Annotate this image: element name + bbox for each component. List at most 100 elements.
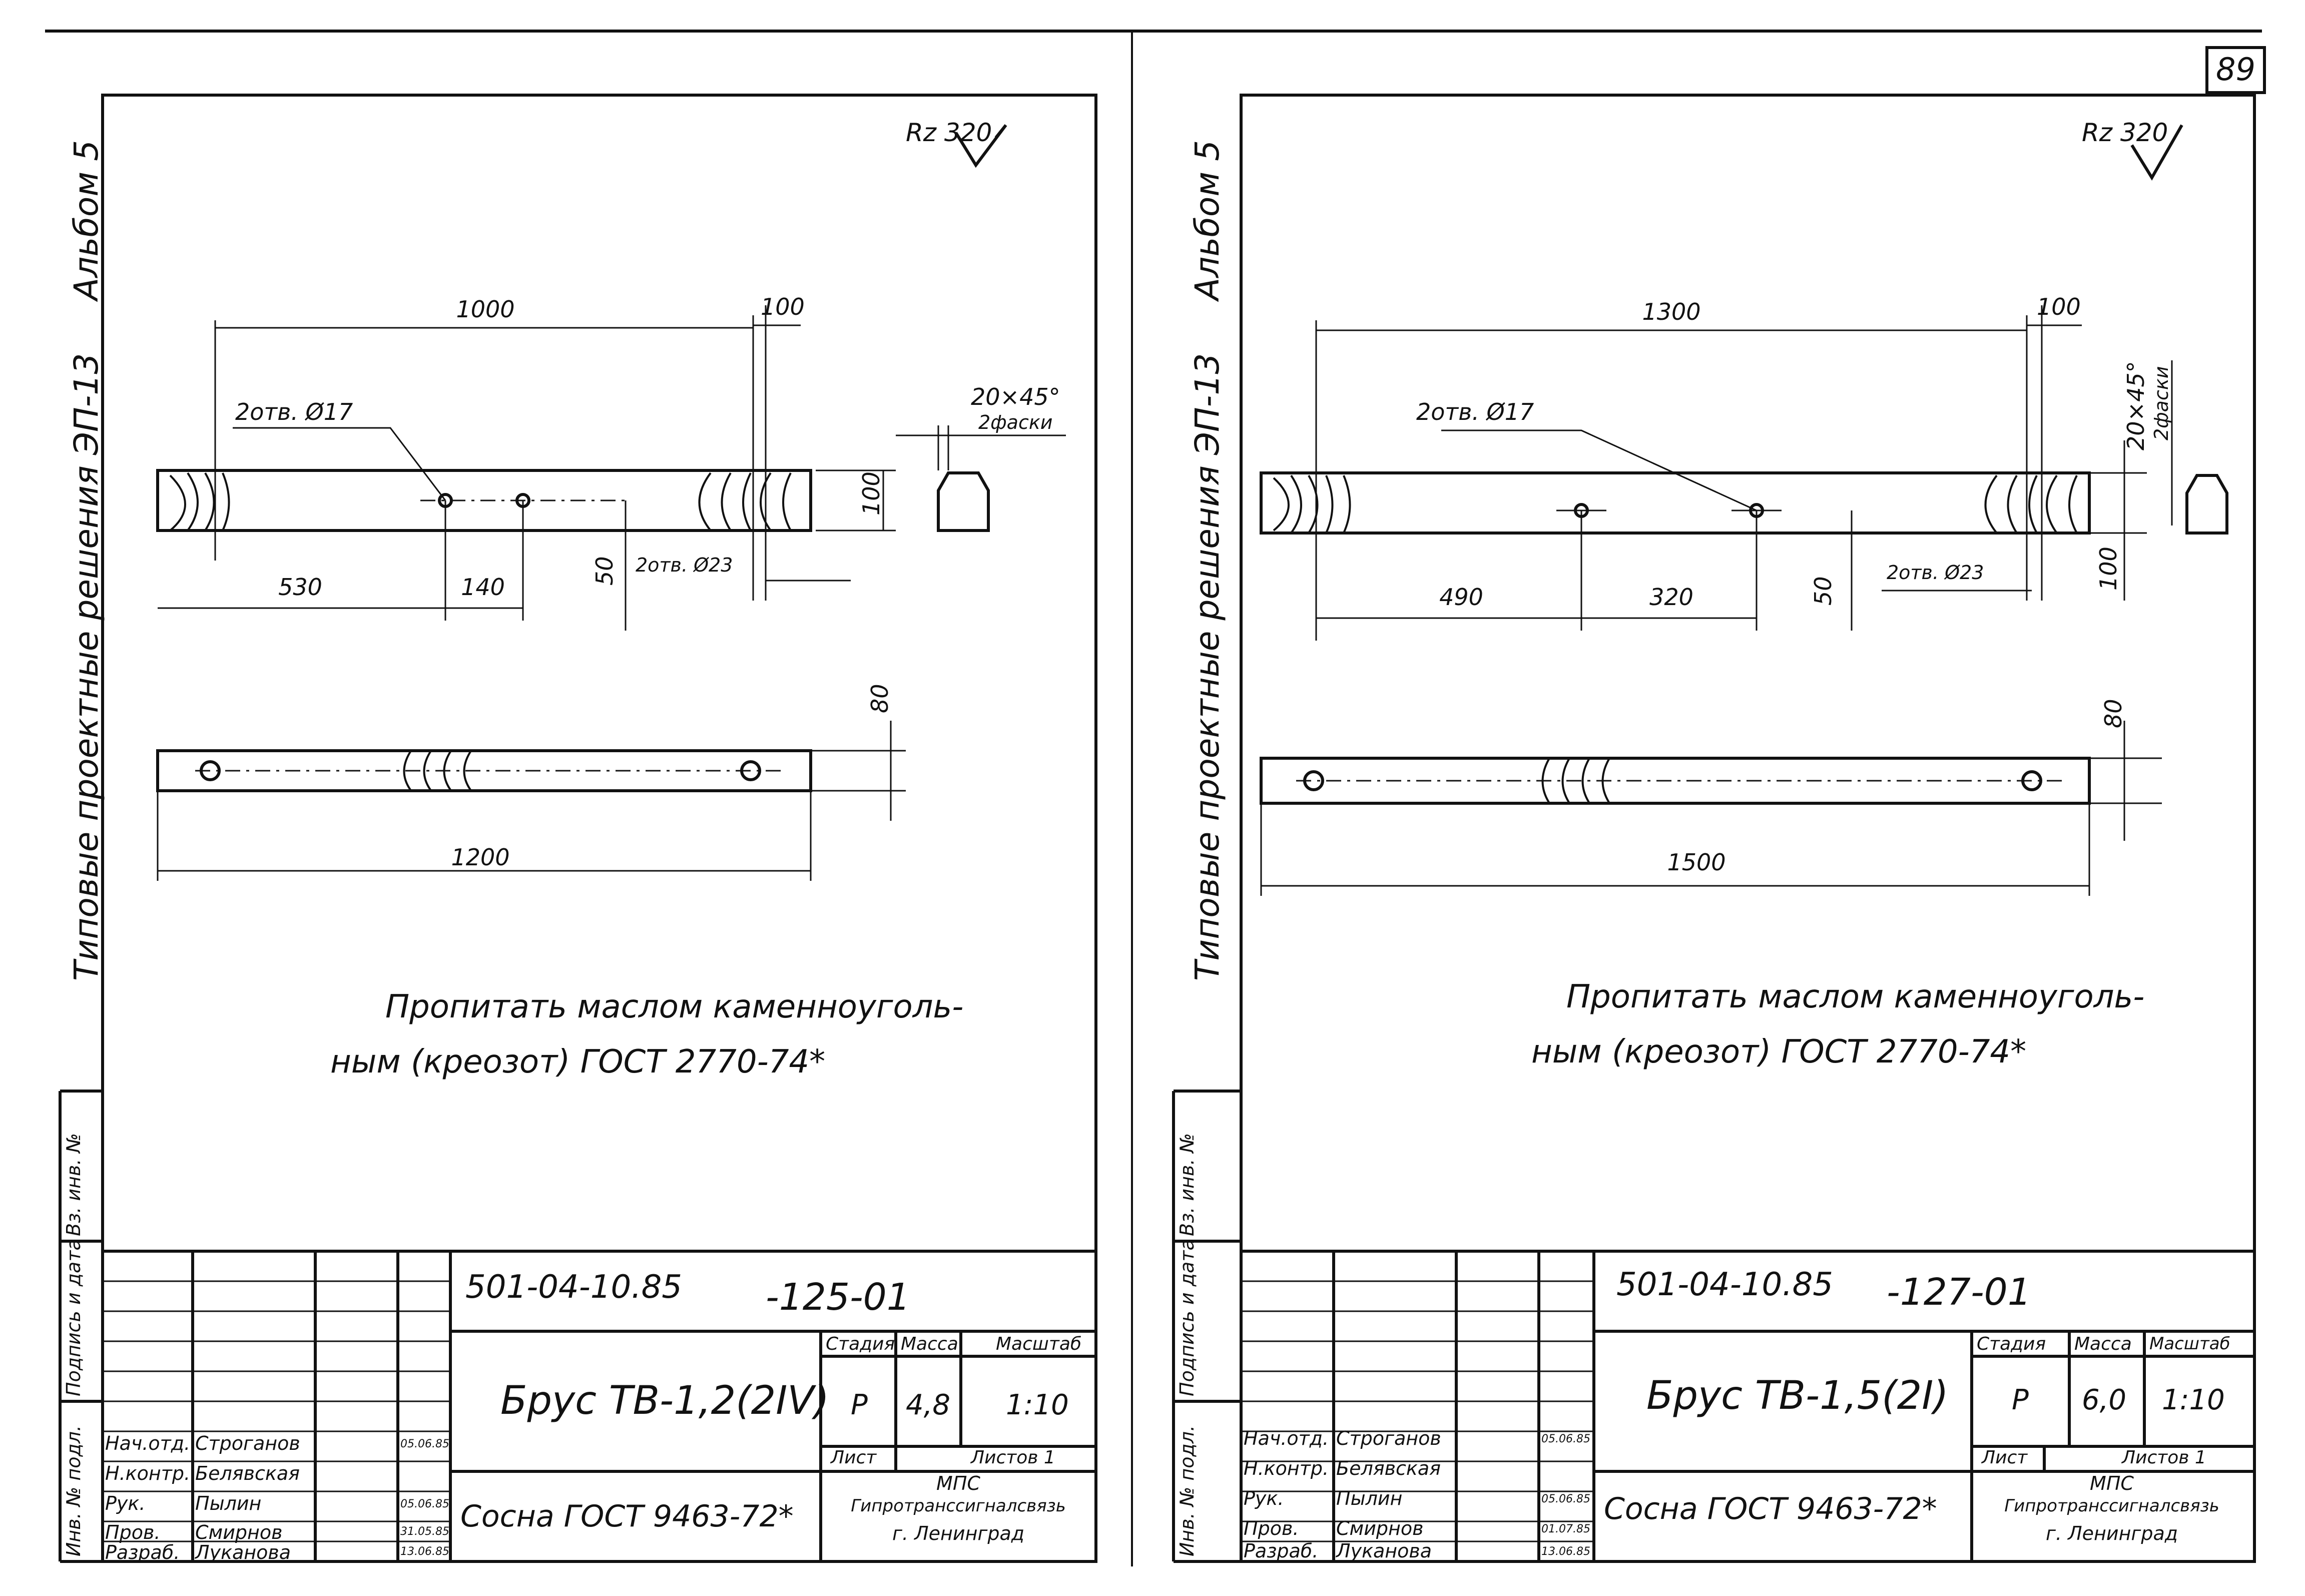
right-date-3: 05.06.85 xyxy=(1541,1493,1590,1505)
left-dim-total: 1000 xyxy=(456,296,515,323)
left-mass-label: Масса xyxy=(901,1334,958,1354)
right-role-4: Пров. xyxy=(1244,1517,1299,1539)
right-date-5: 13.06.85 xyxy=(1541,1545,1590,1558)
left-stamp-sign: Подпись и дата xyxy=(63,1239,85,1396)
right-stage-label: Стадия xyxy=(1977,1334,2046,1354)
left-name-2: Белявская xyxy=(195,1462,300,1484)
right-dim-hole-spacing: 320 xyxy=(1649,584,1693,611)
right-frame xyxy=(1240,94,2256,1563)
left-stage: Р xyxy=(851,1389,868,1421)
right-bar-top-view xyxy=(1260,471,2091,535)
left-material: Сосна ГОСТ 9463-72* xyxy=(460,1499,794,1534)
page-number-box xyxy=(2205,46,2266,94)
right-name-3: Пылин xyxy=(1336,1487,1403,1509)
right-stamp-sign: Подпись и дата xyxy=(1176,1239,1198,1396)
left-name-1: Строганов xyxy=(195,1432,300,1454)
right-dim-total: 1300 xyxy=(1642,298,1701,325)
right-chamfer-note: 2фаски xyxy=(2150,366,2172,441)
right-roughness-symbol xyxy=(2130,124,2183,181)
left-org2: Гипротрансcигналсвязь xyxy=(851,1496,1066,1516)
right-chamfer-section xyxy=(2185,474,2228,535)
left-callout-hole-large: 2отв. Ø23 xyxy=(636,554,733,576)
left-name-5: Луканова xyxy=(195,1541,291,1563)
left-roughness: Rz 320 xyxy=(906,118,992,147)
right-dim-vert-offset: 50 xyxy=(1810,576,1837,606)
right-dim-height: 100 xyxy=(2095,547,2122,591)
left-date-3: 05.06.85 xyxy=(400,1498,449,1510)
right-sheet-label: Лист xyxy=(1982,1447,2028,1468)
left-dim-left-len: 530 xyxy=(278,574,322,601)
right-dim-full-len: 1500 xyxy=(1667,849,1726,876)
right-dim-offset: 100 xyxy=(2037,293,2081,320)
right-role-1: Нач.отд. xyxy=(1244,1427,1329,1449)
left-stamp-inv: Инв. № подл. xyxy=(63,1425,85,1556)
right-role-3: Рук. xyxy=(1244,1487,1284,1509)
left-mass: 4,8 xyxy=(906,1389,951,1421)
right-roughness: Rz 320 xyxy=(2082,118,2168,147)
right-mass: 6,0 xyxy=(2082,1384,2127,1416)
left-dim-hole-spacing: 140 xyxy=(461,574,505,601)
right-role-5: Разраб. xyxy=(1244,1540,1319,1562)
right-name-5: Луканова xyxy=(1336,1540,1432,1562)
right-chamfer: 20×45° xyxy=(2122,361,2149,450)
right-scale-label: Масштаб xyxy=(2149,1334,2230,1354)
left-sheet-label: Лист xyxy=(831,1447,877,1468)
left-stamp-vz: Вз. инв. № xyxy=(63,1133,85,1236)
right-stamp-vz: Вз. инв. № xyxy=(1176,1133,1198,1236)
right-name-2: Белявская xyxy=(1336,1457,1441,1479)
right-dim-left-len: 490 xyxy=(1439,584,1483,611)
left-dim-vert-offset: 50 xyxy=(591,556,618,586)
right-org1: МПС xyxy=(2090,1472,2134,1494)
right-scale: 1:10 xyxy=(2162,1384,2225,1416)
left-date-5: 13.06.85 xyxy=(400,1545,449,1558)
left-roughness-symbol xyxy=(954,124,1007,168)
left-dim-full-len: 1200 xyxy=(451,844,510,871)
left-doc-code: 501-04-10.85 xyxy=(465,1269,682,1306)
left-name-3: Пылин xyxy=(195,1492,262,1514)
right-material: Сосна ГОСТ 9463-72* xyxy=(1604,1491,1937,1526)
right-org3: г. Ленинград xyxy=(2045,1522,2178,1544)
left-org3: г. Ленинград xyxy=(892,1522,1025,1544)
left-chamfer-note: 2фаски xyxy=(978,411,1053,433)
left-note-line1: Пропитать маслом каменноуголь- xyxy=(385,988,964,1025)
left-sheets-label: Листов 1 xyxy=(971,1447,1055,1468)
right-name-1: Строганов xyxy=(1336,1427,1441,1449)
right-callout-hole-large: 2отв. Ø23 xyxy=(1887,562,1984,584)
left-doc-suffix: -125-01 xyxy=(766,1276,910,1319)
left-stage-label: Стадия xyxy=(826,1334,895,1354)
left-role-4: Пров. xyxy=(105,1521,161,1543)
right-doc-code: 501-04-10.85 xyxy=(1616,1266,1833,1303)
right-stage: Р xyxy=(2012,1384,2029,1416)
right-stamp-inv: Инв. № подл. xyxy=(1176,1425,1198,1556)
left-name-4: Смирнов xyxy=(195,1521,283,1543)
left-role-3: Рук. xyxy=(105,1492,146,1514)
left-role-5: Разраб. xyxy=(105,1541,180,1563)
right-mass-label: Масса xyxy=(2074,1334,2132,1354)
left-album-label: Альбом 5 xyxy=(67,140,106,300)
right-doc-suffix: -127-01 xyxy=(1887,1271,2031,1314)
right-org2: Гипротрансcигналсвязь xyxy=(2004,1496,2219,1516)
page-number: 89 xyxy=(2216,51,2255,88)
right-note-line2: ным (креозот) ГОСТ 2770-74* xyxy=(1531,1033,2027,1071)
right-album-label: Альбом 5 xyxy=(1188,140,1227,300)
right-bar-side-view xyxy=(1260,757,2091,805)
left-role-2: Н.контр. xyxy=(105,1462,191,1484)
left-org1: МПС xyxy=(936,1472,980,1494)
right-role-2: Н.контр. xyxy=(1244,1457,1329,1479)
left-bar-side-view xyxy=(156,749,812,792)
left-chamfer: 20×45° xyxy=(971,383,1060,410)
left-part-name: Брус ТВ-1,2(2IV) xyxy=(500,1378,830,1423)
left-series-title: Типовые проектные решения ЭП-13 xyxy=(67,353,106,981)
left-dim-offset: 100 xyxy=(761,293,805,320)
left-dim-side-height: 80 xyxy=(866,684,893,713)
right-name-4: Смирнов xyxy=(1336,1517,1424,1539)
left-chamfer-section xyxy=(937,471,990,532)
left-note-line2: ным (креозот) ГОСТ 2770-74* xyxy=(330,1043,826,1081)
left-frame xyxy=(101,94,1097,1563)
left-scale-label: Масштаб xyxy=(996,1334,1082,1354)
right-callout-hole-small: 2отв. Ø17 xyxy=(1416,398,1534,425)
left-scale: 1:10 xyxy=(1006,1389,1069,1421)
right-note-line1: Пропитать маслом каменноуголь- xyxy=(1566,978,2145,1015)
left-bar-top-view xyxy=(156,469,812,532)
